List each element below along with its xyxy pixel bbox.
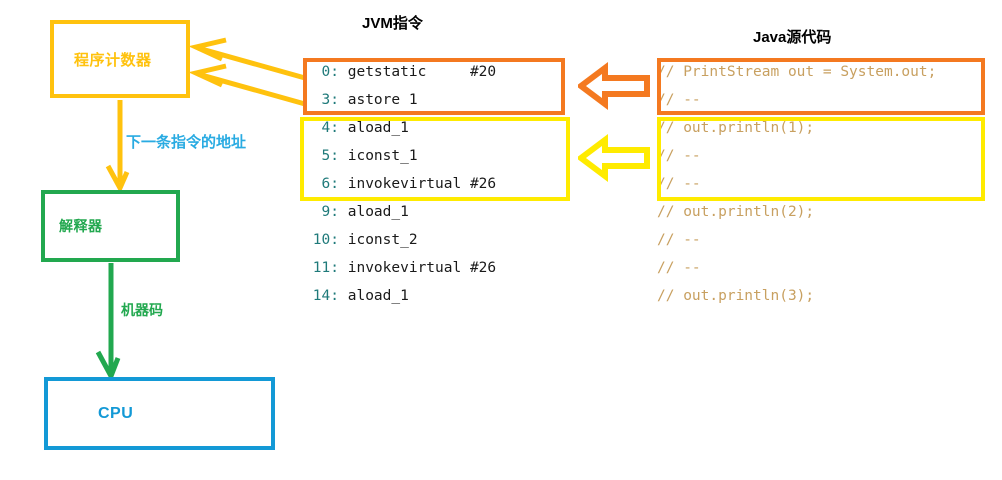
edge-instruction0-to-pc bbox=[188, 37, 306, 81]
program-counter-label: 程序计数器 bbox=[74, 51, 152, 69]
jvm-instruction-text: iconst_2 bbox=[339, 232, 418, 248]
edge-instruction3-to-pc bbox=[188, 63, 306, 107]
jvm-instruction-offset: 10: bbox=[312, 232, 339, 248]
java-source-row: // -- bbox=[657, 176, 701, 192]
jvm-instruction-offset: 4: bbox=[321, 120, 339, 136]
jvm-instruction-offset: 9: bbox=[321, 204, 339, 220]
jvm-instruction-row: 3: astore 1 bbox=[303, 86, 568, 114]
edge-label-machine-code: 机器码 bbox=[121, 302, 163, 318]
java-source-row: // out.println(1); bbox=[657, 120, 815, 136]
node-cpu[interactable]: CPU bbox=[44, 377, 275, 450]
jvm-instruction-text: getstatic #20 bbox=[339, 64, 497, 80]
java-source-list: // PrintStream out = System.out; // -- // … bbox=[657, 58, 987, 310]
block-arrow-yellow-icon bbox=[576, 134, 650, 187]
jvm-instruction-text: aload_1 bbox=[339, 288, 409, 304]
edge-pc-to-interpreter bbox=[105, 100, 130, 194]
jvm-instruction-offset: 11: bbox=[312, 260, 339, 276]
jvm-instruction-text: iconst_1 bbox=[339, 148, 418, 164]
java-source-row: // -- bbox=[657, 92, 701, 108]
jvm-instruction-offset: 3: bbox=[321, 92, 339, 108]
jvm-instruction-text: aload_1 bbox=[339, 120, 409, 136]
jvm-instruction-row: 4: aload_1 bbox=[303, 114, 568, 142]
java-source-row: // PrintStream out = System.out; bbox=[657, 64, 937, 80]
java-source-row: // -- bbox=[657, 148, 701, 164]
java-source-row: // -- bbox=[657, 260, 701, 276]
jvm-instruction-offset: 6: bbox=[321, 176, 339, 192]
jvm-instruction-offset: 5: bbox=[321, 148, 339, 164]
jvm-instruction-text: astore 1 bbox=[339, 92, 418, 108]
cpu-label: CPU bbox=[98, 404, 134, 422]
java-source-row: // out.println(3); bbox=[657, 288, 815, 304]
jvm-instruction-text: invokevirtual #26 bbox=[339, 260, 497, 276]
java-source-row: // out.println(2); bbox=[657, 204, 815, 220]
node-program-counter[interactable]: 程序计数器 bbox=[50, 20, 190, 98]
jvm-instruction-row: 0: getstatic #20 bbox=[303, 58, 568, 86]
jvm-instruction-row: 11: invokevirtual #26 bbox=[303, 254, 568, 282]
jvm-instruction-text: invokevirtual #26 bbox=[339, 176, 497, 192]
jvm-instruction-row: 5: iconst_1 bbox=[303, 142, 568, 170]
node-interpreter[interactable]: 解释器 bbox=[41, 190, 180, 262]
java-source-row: // -- bbox=[657, 232, 701, 248]
jvm-instruction-row: 10: iconst_2 bbox=[303, 226, 568, 254]
edge-label-next-instruction-address: 下一条指令的地址 bbox=[126, 134, 247, 151]
jvm-instruction-row: 9: aload_1 bbox=[303, 198, 568, 226]
edge-interpreter-to-cpu bbox=[95, 263, 121, 382]
jvm-instruction-offset: 0: bbox=[321, 64, 339, 80]
interpreter-label: 解释器 bbox=[59, 218, 103, 234]
jvm-instruction-row: 14: aload_1 bbox=[303, 282, 568, 310]
column-title-jvm: JVM指令 bbox=[362, 15, 423, 32]
jvm-instruction-offset: 14: bbox=[312, 288, 339, 304]
block-arrow-orange-icon bbox=[576, 62, 650, 115]
jvm-instruction-text: aload_1 bbox=[339, 204, 409, 220]
jvm-instruction-row: 6: invokevirtual #26 bbox=[303, 170, 568, 198]
column-title-java: Java源代码 bbox=[753, 29, 832, 46]
